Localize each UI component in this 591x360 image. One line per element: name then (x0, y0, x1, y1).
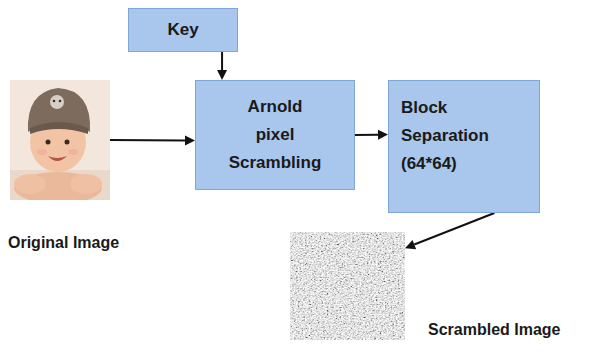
arrow-connector (355, 130, 388, 140)
box-label: Key (167, 16, 198, 44)
image-node: Scrambled Image (290, 232, 405, 340)
arrow-connector (110, 135, 195, 145)
box-label: Arnold pixel Scrambling (227, 93, 324, 177)
box-label: Block Separation (64*64) (401, 94, 513, 178)
connector-line (221, 52, 223, 70)
arrow-head (185, 135, 195, 145)
arrow-connector (217, 52, 227, 80)
key-box: Key (128, 8, 238, 52)
connector-line (414, 213, 494, 245)
arrow-head (378, 130, 388, 140)
scrambled-picture (290, 232, 405, 340)
arrow-head (405, 240, 416, 249)
image-caption: Original Image (8, 233, 119, 253)
arrow-head (217, 70, 227, 80)
arrow-connector (405, 213, 494, 249)
process-box: Block Separation (64*64) (388, 80, 540, 213)
image-caption: Scrambled Image (428, 320, 561, 340)
process-box: Arnold pixel Scrambling (195, 80, 355, 190)
image-node: Original Image (10, 80, 110, 200)
baby-photo (10, 80, 110, 200)
connector-line (110, 139, 185, 141)
connector-line (355, 134, 378, 136)
